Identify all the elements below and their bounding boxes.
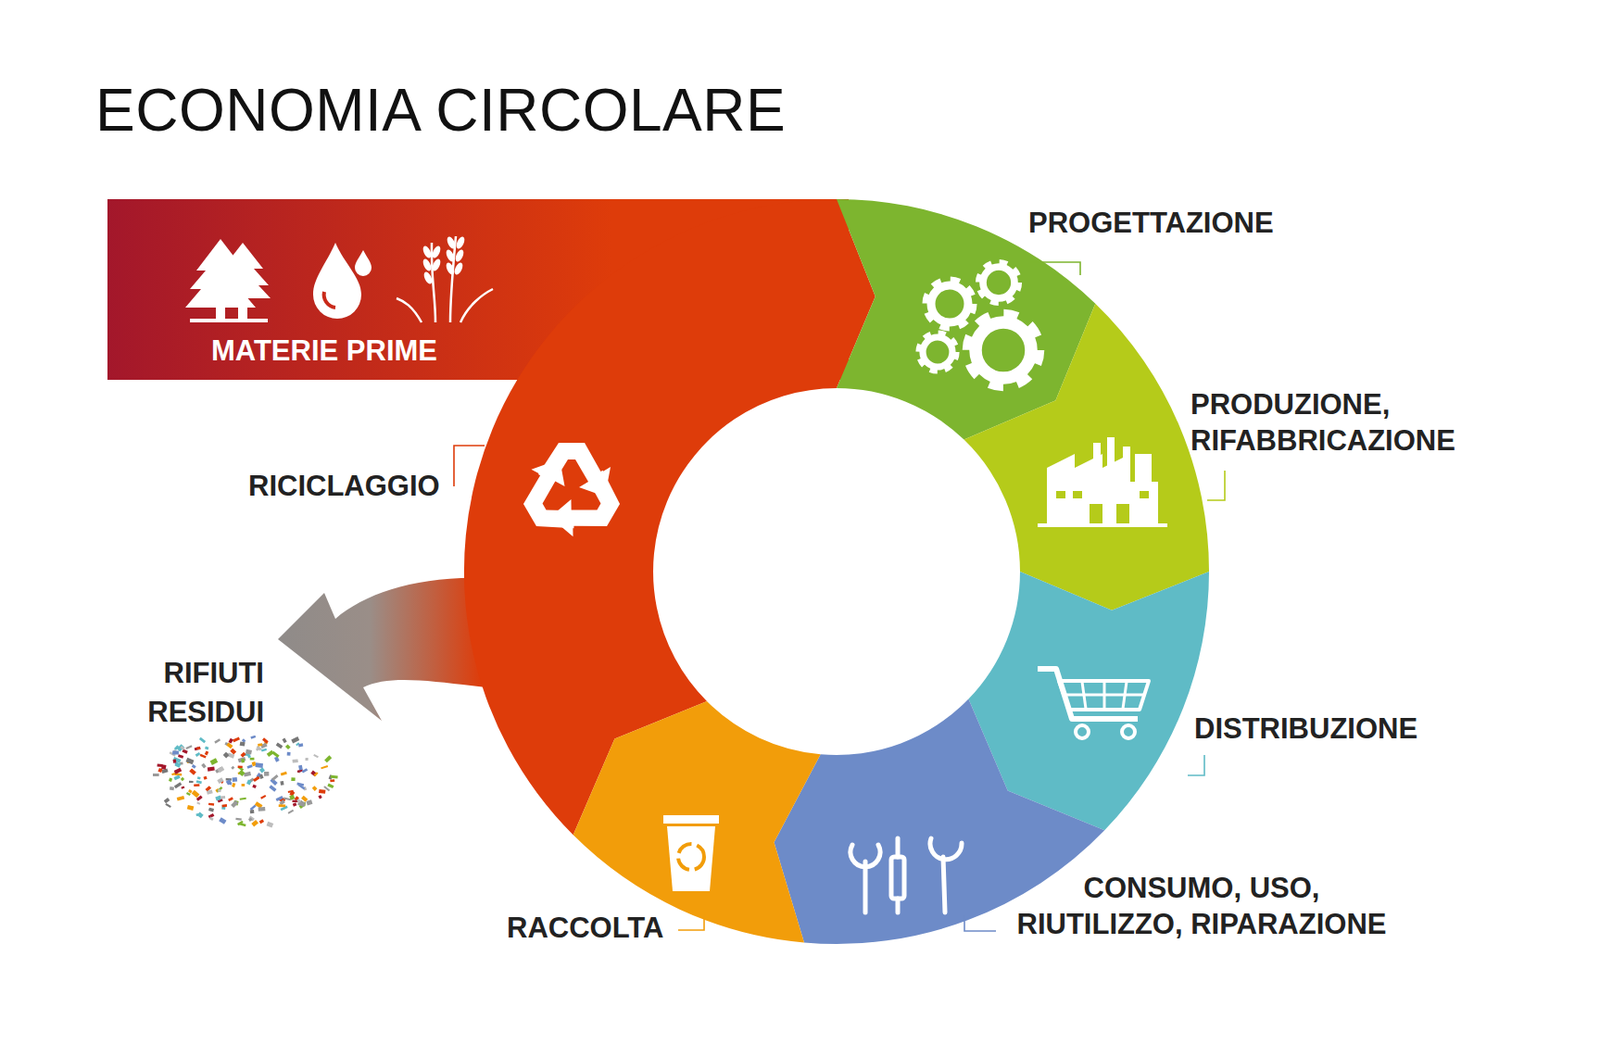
wheat-icon [396, 235, 493, 323]
diagram-title: ECONOMIA CIRCOLARE [95, 75, 786, 145]
recycle-icon [510, 442, 630, 549]
raw-material-label: MATERIE PRIME [185, 333, 464, 370]
stage-label: RICICLAGGIO [248, 468, 448, 505]
ring-segment [774, 699, 1106, 945]
residual-waste-confetti [152, 735, 339, 829]
waste-label: RIFIUTI RESIDUI [125, 654, 265, 732]
bin-icon [663, 815, 719, 892]
stage-label: CONSUMO, USO, RIUTILIZZO, RIPARAZIONE [1007, 870, 1397, 944]
stage-node: PROGETTAZIONE [1028, 205, 1335, 242]
stage-node: DISTRIBUZIONE [1194, 711, 1491, 748]
raw-material-icons [185, 239, 372, 323]
stage-node: PRODUZIONE, RIFABBRICAZIONE [1190, 387, 1515, 460]
stage-node: RICICLAGGIO [248, 468, 448, 505]
ring-segment [573, 701, 821, 944]
gears-icon [918, 262, 1040, 387]
stage-label: RACCOLTA [506, 910, 693, 947]
stage-node: RACCOLTA [506, 910, 693, 947]
stage-label: DISTRIBUZIONE [1194, 711, 1491, 748]
ring-segment [964, 303, 1210, 611]
ring-segments [464, 199, 1210, 945]
leader-lines [453, 262, 1225, 932]
stage-label: PROGETTAZIONE [1028, 205, 1335, 242]
stage-node: CONSUMO, USO, RIUTILIZZO, RIPARAZIONE [1007, 870, 1397, 944]
tools-icon [850, 838, 962, 913]
waste-arrow [277, 578, 487, 721]
factory-icon [1037, 437, 1168, 528]
stage-label: PRODUZIONE, RIFABBRICAZIONE [1190, 387, 1515, 460]
stage-node: MATERIE PRIME [185, 333, 464, 370]
cart-icon [1037, 668, 1149, 739]
